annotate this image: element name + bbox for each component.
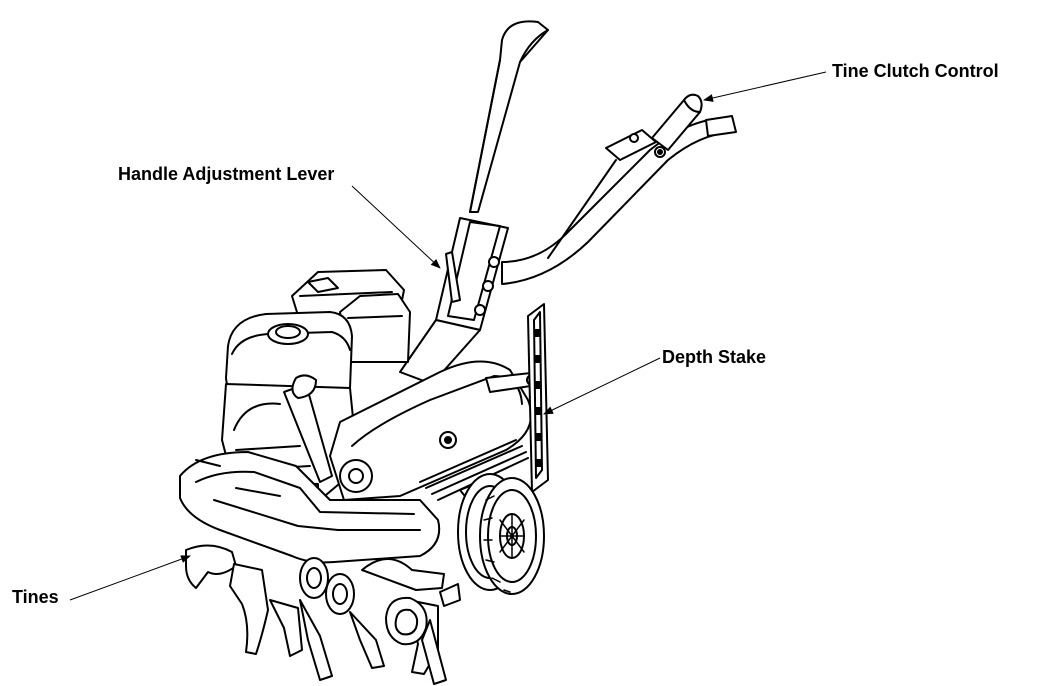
depth-stake xyxy=(527,303,549,493)
handle-adjustment-lever xyxy=(445,251,461,303)
handle-adjustment-lever-leader xyxy=(351,185,441,269)
tines xyxy=(185,544,461,685)
tine-shield xyxy=(179,451,441,564)
starter-handle xyxy=(283,374,333,483)
clutch-control-rod xyxy=(547,159,617,259)
fuel-tank xyxy=(225,311,353,405)
depth-stake-leader xyxy=(543,357,661,415)
depth-stake-label: Depth Stake xyxy=(662,347,767,367)
tine-clutch-control-leader xyxy=(703,71,827,102)
handle-adjustment-lever-label: Handle Adjustment Lever xyxy=(118,164,335,184)
tine-clutch-control-label: Tine Clutch Control xyxy=(832,61,999,81)
tines-label: Tines xyxy=(12,587,59,607)
tines-leader xyxy=(69,555,191,601)
left-handlebar xyxy=(469,20,549,213)
belt-cover xyxy=(329,360,533,501)
tine-clutch-control xyxy=(605,93,703,161)
transport-wheel-front xyxy=(479,477,545,595)
